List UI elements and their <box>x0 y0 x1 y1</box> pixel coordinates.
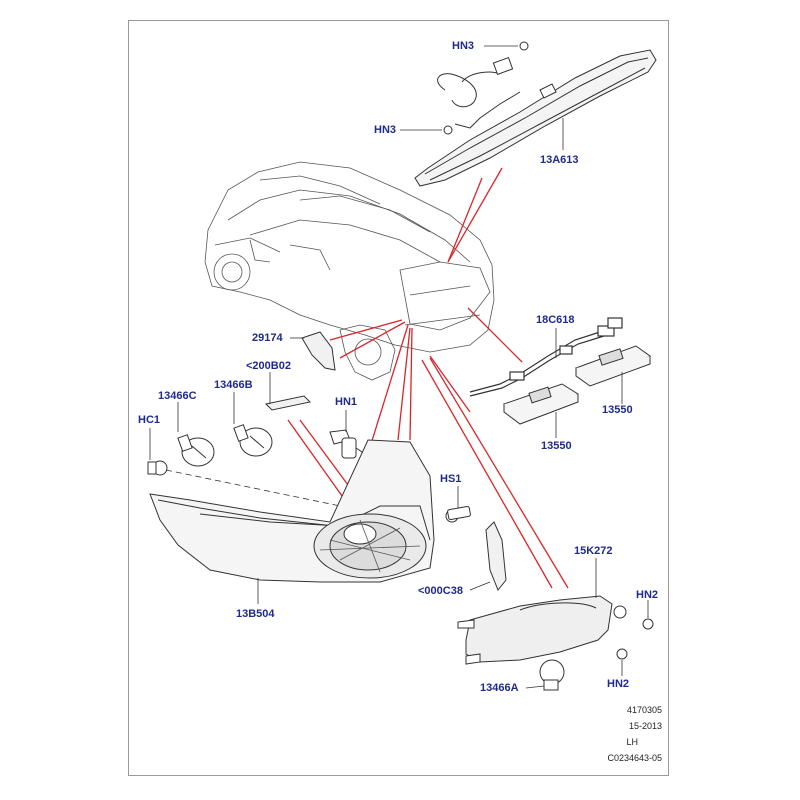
callout-hn3-top: HN3 <box>452 40 475 52</box>
callout-000c38: <000C38 <box>418 585 463 597</box>
callout-29174: 29174 <box>252 332 283 344</box>
footer-side: LH <box>626 737 638 747</box>
dash-line-hc1 <box>165 469 351 509</box>
fog-lamp-15k272 <box>457 595 627 665</box>
callout-200b02: <200B02 <box>246 360 291 372</box>
leader-13466a <box>525 685 545 689</box>
rear-lamp-13b504 <box>149 439 435 583</box>
footer-ref: C0234643-05 <box>607 753 662 763</box>
reflector-strip-200b02 <box>264 395 312 411</box>
callout-13466c: 13466C <box>158 390 197 402</box>
callout-18c618: 18C618 <box>536 314 575 326</box>
callout-13b504: 13B504 <box>236 608 275 620</box>
callout-13550-a: 13550 <box>541 440 572 452</box>
callout-13466b: 13466B <box>214 379 253 391</box>
vehicle-outline <box>204 161 495 381</box>
footer-date: 15-2013 <box>628 721 662 731</box>
callout-15k272: 15K272 <box>574 545 613 557</box>
bulb-13466c <box>177 434 215 467</box>
callout-hn1: HN1 <box>335 396 358 408</box>
nut-hn2-bottom <box>616 648 628 660</box>
callout-hs1: HS1 <box>440 473 462 485</box>
bulb-13466a <box>539 659 565 691</box>
bolt-hs1 <box>445 505 471 523</box>
high-mount-stop-lamp <box>414 41 657 187</box>
callout-13466a: 13466A <box>480 682 519 694</box>
callout-hn2-top: HN2 <box>636 589 659 601</box>
licence-lamp-13550-b <box>574 345 652 387</box>
diagram-frame <box>128 20 669 776</box>
bulb-13466b <box>233 424 273 457</box>
reflector-29174 <box>301 331 336 371</box>
bulb-holder-hc1 <box>147 460 168 476</box>
reflector-000c38 <box>485 521 507 591</box>
callout-13550-b: 13550 <box>602 404 633 416</box>
callout-hn2-bottom: HN2 <box>607 678 630 690</box>
callout-hn3-mid: HN3 <box>374 124 397 136</box>
licence-lamp-13550-a <box>502 383 580 425</box>
callout-13a613: 13A613 <box>540 154 579 166</box>
wire-harness-18c618 <box>469 317 623 397</box>
callout-hc1: HC1 <box>138 414 161 426</box>
leader-000c38 <box>469 581 491 591</box>
nut-hn2-top <box>642 618 654 630</box>
footer-code: 4170305 <box>626 705 662 715</box>
red-leaders <box>287 167 569 589</box>
